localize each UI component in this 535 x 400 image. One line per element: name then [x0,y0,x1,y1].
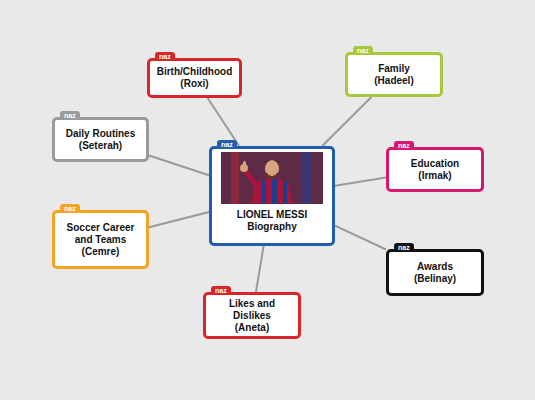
topic-title: Birth/Childhood (Roxi) [152,66,238,90]
topic-title: Soccer Career and Teams (Cemre) [64,222,138,258]
tag-label: naz [217,140,237,149]
connector-line [335,226,386,250]
tag-label: naz [353,46,373,55]
tag-label: naz [394,243,414,252]
photo-stripe [231,152,239,204]
topic-title: Daily Routines (Seterah) [61,128,141,152]
connector-line [335,177,386,185]
topic-box: nazLikes and Dislikes (Aneta) [203,292,301,339]
topic-title: Likes and Dislikes (Aneta) [224,298,280,334]
player-photo [221,152,323,204]
tag-label: naz [60,111,80,120]
connector-line [322,97,371,146]
shirt-stripe [261,180,266,204]
connector-line [208,98,240,146]
player-thumb [243,161,246,167]
shirt-stripe [283,181,287,204]
player-hair [264,159,280,165]
connector-line [256,246,264,292]
player-beard [266,172,278,179]
photo-tint [221,152,323,204]
topic-title: Family (Hadeel) [369,63,419,87]
player-head [265,160,279,178]
tag-label: naz [60,204,80,213]
connector-line [149,155,209,175]
topic-title: Education (Irmak) [406,158,464,182]
player-shirt [251,178,293,204]
topic-box: nazFamily (Hadeel) [345,52,443,97]
topic-box: nazEducation (Irmak) [386,147,484,192]
connector-line [149,212,209,227]
topic-box: nazSoccer Career and Teams (Cemre) [52,210,149,269]
topic-title: LIONEL MESSI Biography [227,209,317,233]
topic-box: nazBirth/Childhood (Roxi) [147,58,242,98]
photo-background [221,152,323,204]
topic-title: Awards (Belinay) [409,261,461,285]
shirt-stripe [272,179,277,204]
tag-label: naz [211,286,231,295]
photo-stripe [301,152,311,204]
tag-label: naz [394,141,414,150]
topic-box: nazDaily Routines (Seterah) [52,117,149,162]
tag-label: naz [155,52,175,61]
topic-box: nazAwards (Belinay) [386,249,484,296]
